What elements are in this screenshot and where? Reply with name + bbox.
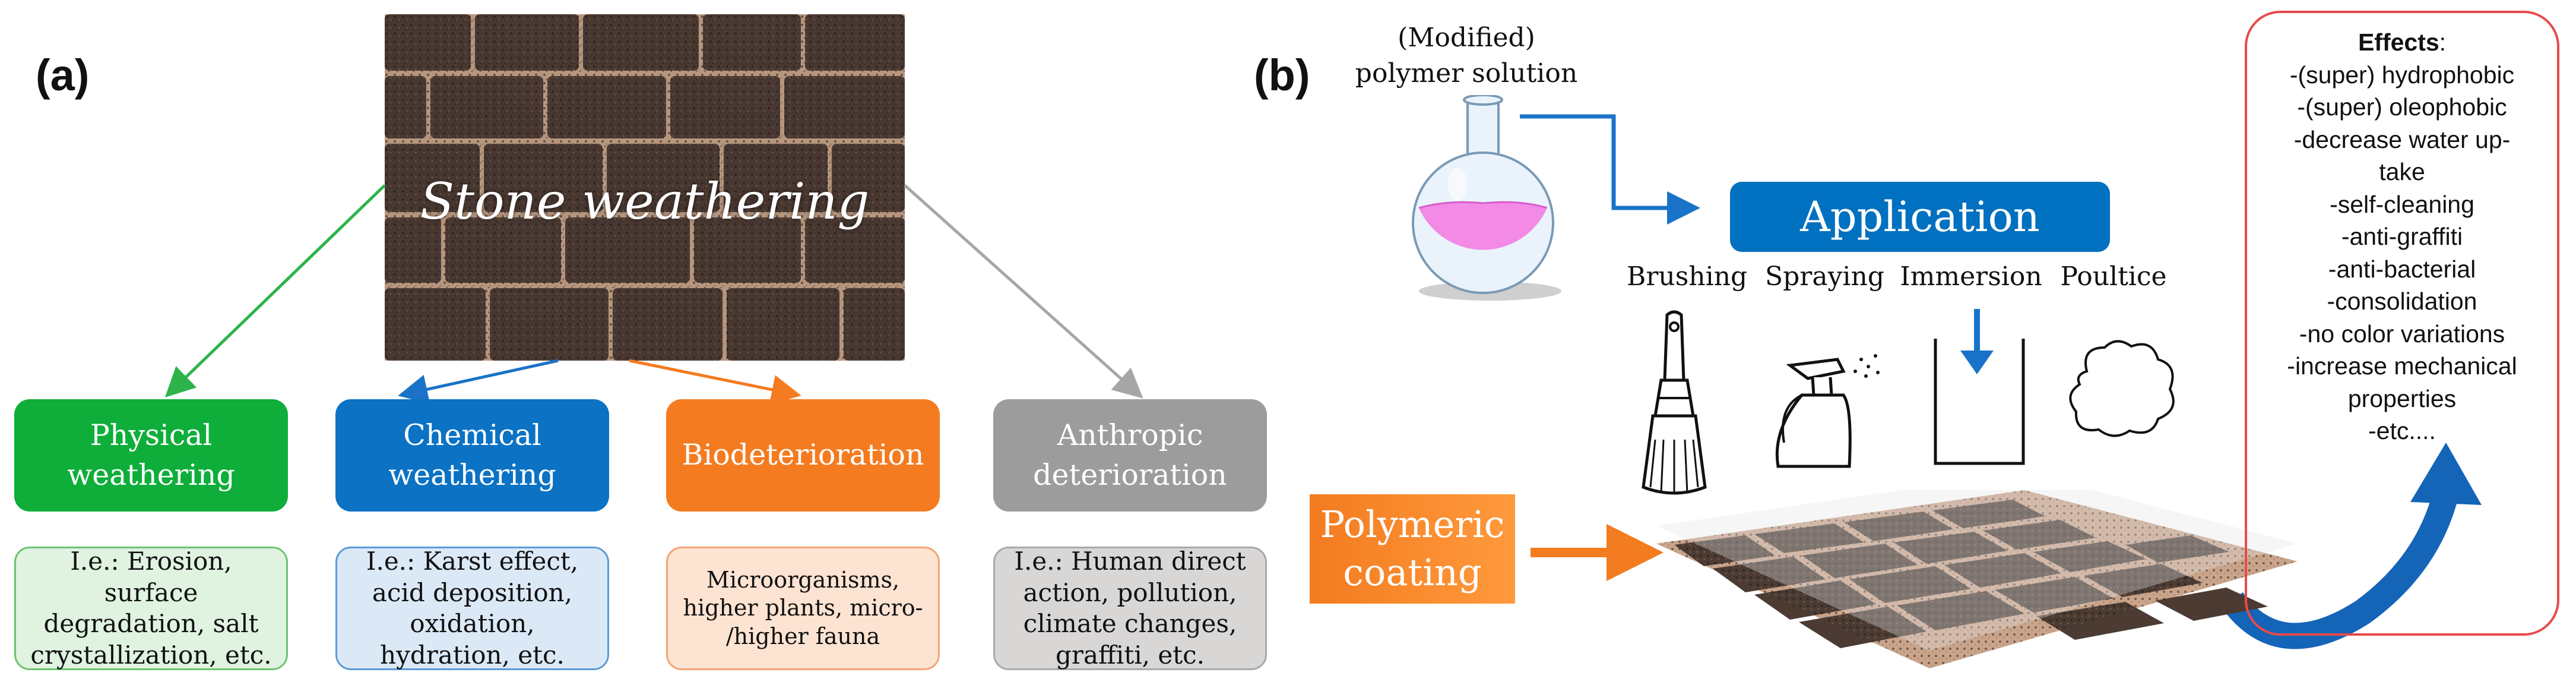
solution-label-line2: polymer solution [1355,58,1578,89]
effect-item: -no color variations [2299,320,2505,348]
solution-label-line1: (Modified) [1398,23,1535,53]
polymeric-coating-box: Polymeric coating [1310,494,1515,604]
category-biodeterioration: Biodeterioration [666,399,940,512]
flask-icon [1412,95,1561,301]
effect-item: properties [2347,384,2457,412]
method-brushing: Brushing [1627,261,1748,292]
poultice-cloud-icon [2069,340,2175,437]
desc-physical: I.e.: Erosion, surface degradation, salt… [14,547,288,670]
arrow-physical [164,184,386,397]
category-physical: Physical weathering [14,399,288,512]
effects-title: Effects [2358,29,2439,56]
panel-a-label: (a) [36,50,90,100]
desc-anthropic: I.e.: Human direct action, pollution, cl… [993,547,1267,670]
effect-item: -consolidation [2327,288,2477,315]
arrow-effects-head [2410,443,2482,505]
spray-bottle-icon [1775,354,1880,468]
coated-stone-slab [1656,490,2298,668]
category-chemical: Chemical weathering [335,399,609,512]
effect-item: take [2379,158,2425,186]
effect-item: -anti-bacterial [2328,255,2476,283]
panel-b-label: (b) [1254,50,1310,100]
stone-weathering-title: Stone weathering [420,172,870,231]
effect-item: -(super) hydrophobic [2289,61,2515,89]
category-anthropic: Anthropic deterioration [993,399,1267,512]
method-spraying: Spraying [1765,261,1885,292]
immersion-beaker-icon [1934,309,2025,465]
effect-item: -increase mechanical [2287,352,2517,380]
effects-box: Effects: -(super) hydrophobic -(super) o… [2245,11,2559,636]
arrow-bio [629,359,801,405]
arrow-anthropic [904,184,1143,399]
desc-biodeterioration: Microorganisms, higher plants, micro- /h… [666,547,940,670]
desc-chemical: I.e.: Karst effect, acid deposition, oxi… [335,547,609,670]
effect-item: -anti-graffiti [2341,223,2463,251]
effect-item: -etc.... [2368,417,2436,445]
method-poultice: Poultice [2060,261,2167,292]
method-immersion: Immersion [1900,261,2042,292]
effect-item: -self-cleaning [2330,190,2474,218]
application-box: Application [1730,182,2110,252]
effect-item: -decrease water up- [2293,125,2511,153]
arrow-solution-to-application [1520,114,1700,225]
effect-item: -(super) oleophobic [2297,93,2507,121]
brush-icon [1642,310,1707,495]
stone-wall-image [385,14,905,361]
effects-title-colon: : [2439,29,2447,56]
arrow-chemical [398,359,559,404]
